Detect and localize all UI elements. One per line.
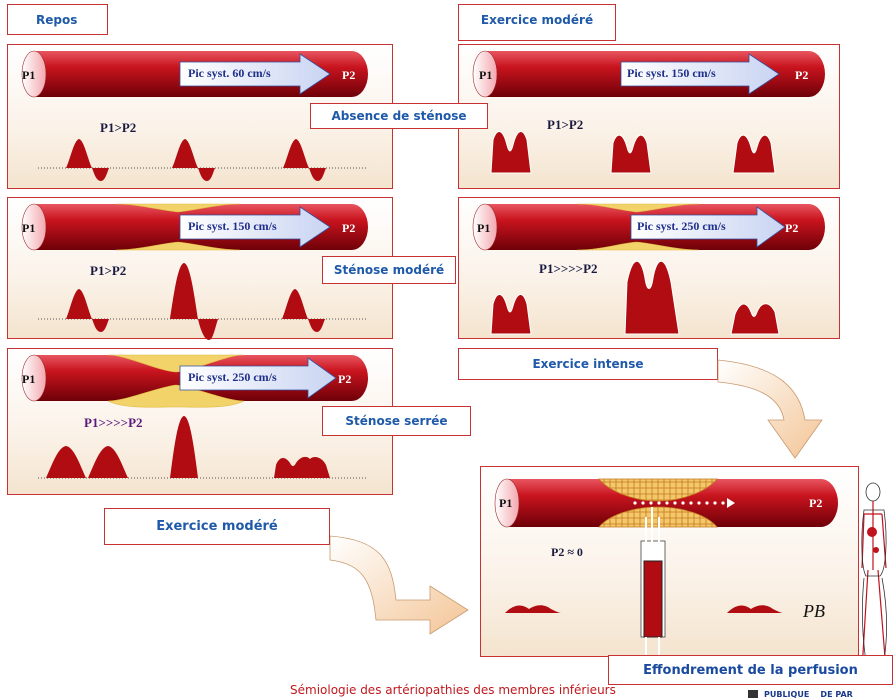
pic-label: Pic syst. 150 cm/s [188, 219, 277, 233]
pressure-label: P1>P2 [547, 117, 584, 132]
footer-title: Sémiologie des artériopathies des membre… [290, 683, 616, 697]
pressure-label: P2 ≈ 0 [551, 545, 583, 559]
plaque-top [576, 203, 700, 213]
vessel [21, 203, 368, 251]
p1-label: P1 [479, 68, 493, 82]
pic-label: Pic syst. 60 cm/s [188, 66, 271, 80]
label-absence-stenose: Absence de sténose [310, 103, 488, 129]
pressure-label: P1>>>>P2 [84, 415, 143, 430]
waveform [38, 416, 368, 479]
waveform [490, 131, 776, 174]
p1-label: P1 [499, 496, 513, 510]
flow-arrow [179, 357, 337, 399]
panel-rest-moderate: P1 P2 Pic syst. 150 cm/s P1>P2 [7, 197, 393, 340]
waveform [38, 263, 368, 340]
p2-label: P2 [342, 221, 356, 235]
p1-label: P1 [22, 372, 36, 386]
p2-label: P2 [785, 221, 799, 235]
waveform [490, 260, 780, 335]
pressure-label: P1>>>>P2 [539, 261, 598, 276]
human-figure [861, 482, 888, 677]
p1-label: P1 [477, 221, 491, 235]
plaque-bottom [107, 384, 245, 408]
p1-label: P1 [22, 68, 36, 82]
plaque-top [598, 478, 718, 502]
flow-arrow [179, 53, 331, 95]
vessel [21, 354, 368, 408]
plaque-top [115, 203, 241, 213]
signature: PB [803, 601, 825, 621]
plaque-bottom [115, 241, 241, 251]
p1-label: P1 [22, 221, 36, 235]
label-exercice-intense: Exercice intense [458, 348, 718, 380]
waveform [38, 139, 368, 181]
logo-icon [748, 690, 758, 698]
p2-label: P2 [338, 372, 352, 386]
vessel [472, 50, 825, 98]
plaque-top [107, 354, 245, 373]
flow-arrow [179, 206, 331, 248]
label-exercice-modere-top: Exercice modéré [458, 4, 616, 41]
p2-label: P2 [809, 496, 823, 510]
flow-arrow [630, 206, 786, 248]
pressure-label: P1>P2 [100, 120, 137, 135]
vessel [21, 50, 368, 98]
p2-label: P2 [342, 68, 356, 82]
panel-exercise-moderate: P1 P2 Pic syst. 250 cm/s P1>>>>P2 [458, 197, 840, 339]
panel-exercise-normal: P1 P2 Pic syst. 150 cm/s P1>P2 [458, 44, 840, 189]
pic-label: Pic syst. 150 cm/s [627, 66, 716, 80]
vessel [494, 478, 838, 667]
label-exercice-modere-bottom: Exercice modéré [104, 508, 330, 545]
p2-label: P2 [795, 68, 809, 82]
label-stenose-moderee: Sténose modéré [322, 256, 456, 284]
panel-collapse: P1 P2 P2 ≈ 0 PB [480, 466, 859, 667]
label-effondrement: Effondrement de la perfusion [608, 655, 893, 685]
logo: PUBLIQUE DE PAR [748, 688, 893, 700]
label-repos: Repos [7, 4, 108, 35]
vessel [472, 203, 825, 251]
flow-arrow [620, 53, 780, 95]
pic-label: Pic syst. 250 cm/s [637, 219, 726, 233]
label-stenose-serree: Sténose serrée [322, 406, 471, 436]
plaque-bottom [576, 241, 700, 251]
pressure-label: P1>P2 [90, 263, 127, 278]
logo-text: PUBLIQUE DE PAR [764, 689, 853, 699]
pic-label: Pic syst. 250 cm/s [188, 370, 277, 384]
flow-dots [633, 498, 735, 508]
